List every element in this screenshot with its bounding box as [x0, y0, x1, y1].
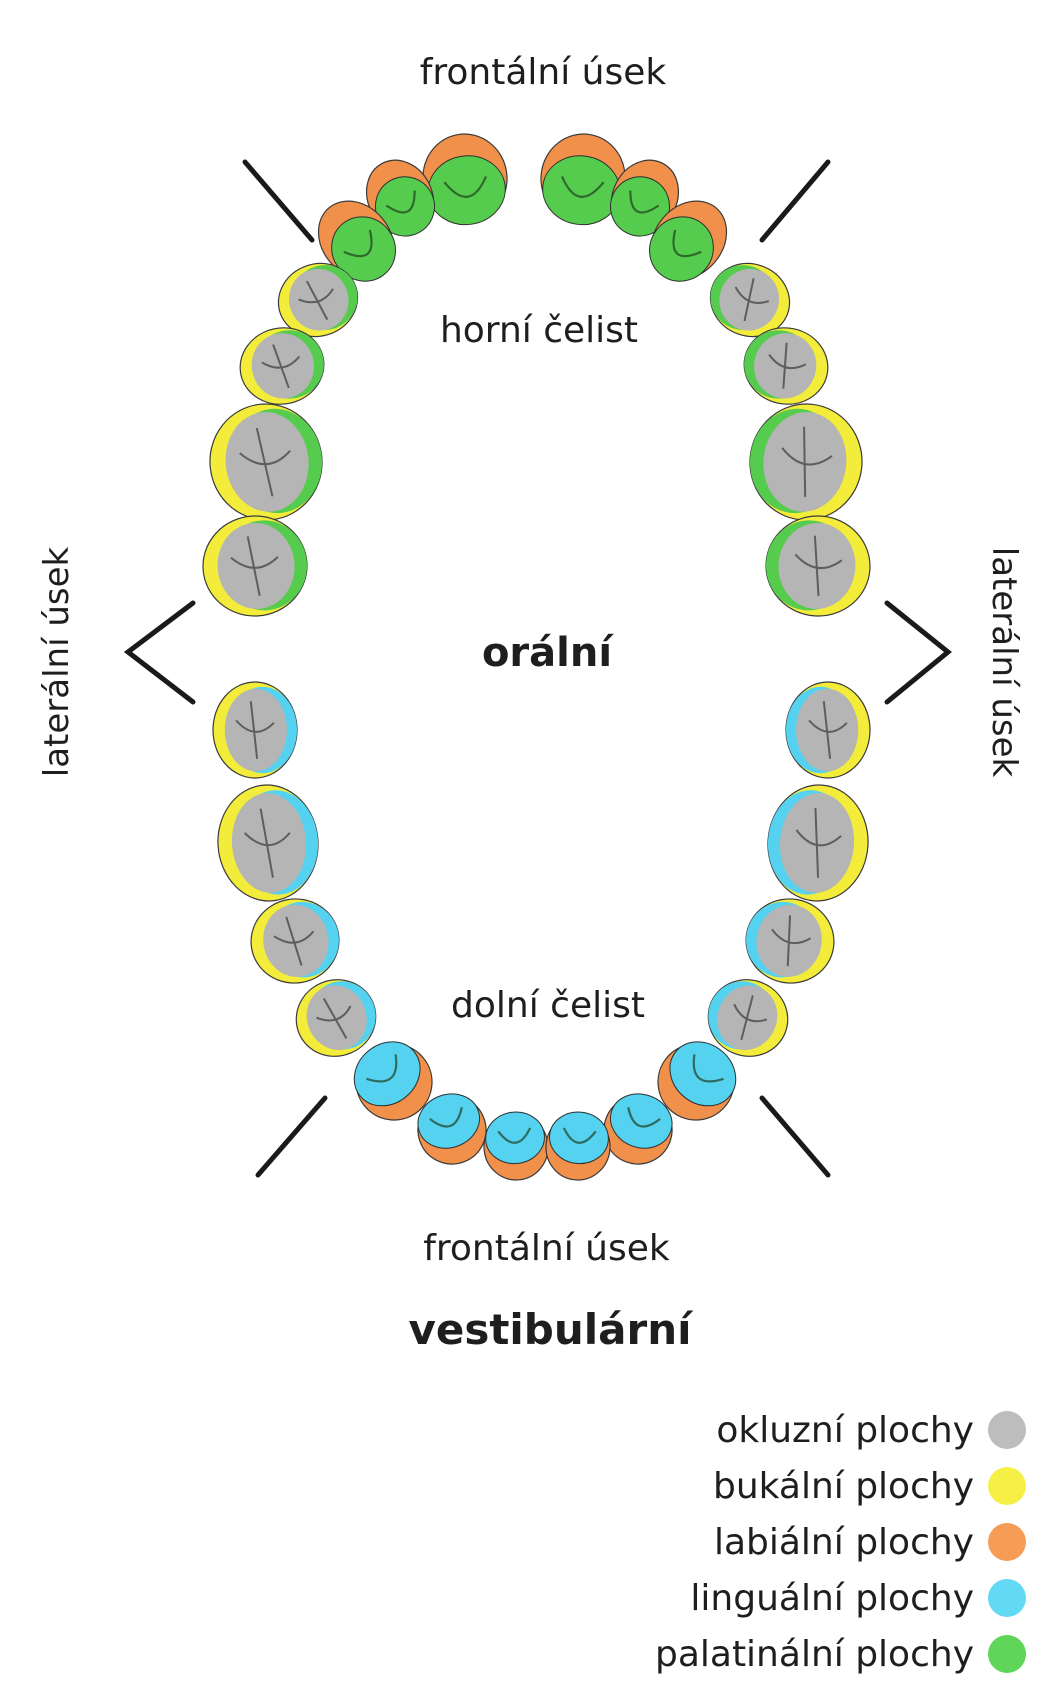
legend-label: linguální plochy: [690, 1578, 974, 1619]
tooth-lower-incisor-central-left: [481, 1109, 552, 1183]
divider-line-lower-left: [258, 1098, 325, 1175]
tooth-lower-premolar2-right: [739, 892, 840, 990]
lower-jaw-label: dolní čelist: [0, 985, 1048, 1026]
legend-swatch-palatal: [988, 1635, 1026, 1673]
tooth-lower-premolar2-left: [244, 892, 345, 990]
upper-jaw-label: horní čelist: [0, 310, 1048, 351]
tooth-lower-incisor-central-right: [543, 1109, 614, 1183]
legend-item-palatal: palatinální plochy: [655, 1626, 1026, 1682]
legend-item-labial: labiální plochy: [655, 1514, 1026, 1570]
tooth-lower-molar1-left: [214, 782, 322, 905]
vestibular-label: vestibulární: [0, 1305, 1048, 1354]
legend-label: palatinální plochy: [655, 1634, 974, 1675]
frontal-section-label-bottom: frontální úsek: [0, 1228, 1048, 1269]
legend-item-occlusal: okluzní plochy: [655, 1402, 1026, 1458]
oral-label: orální: [0, 630, 1048, 676]
tooth-upper-molar1-right: [744, 398, 868, 525]
frontal-section-label-top: frontální úsek: [0, 52, 1048, 93]
legend-label: labiální plochy: [714, 1522, 974, 1563]
legend-swatch-occlusal: [988, 1411, 1026, 1449]
tooth-lower-molar2-right: [786, 682, 870, 778]
tooth-upper-molar2-left: [200, 512, 311, 619]
tooth-lower-molar1-right: [764, 782, 872, 905]
divider-line-upper-left: [245, 162, 312, 240]
legend-swatch-lingual: [988, 1579, 1026, 1617]
tooth-upper-molar2-right: [763, 512, 874, 619]
divider-line-upper-right: [762, 162, 828, 240]
legend-item-lingual: linguální plochy: [655, 1570, 1026, 1626]
legend-swatch-buccal: [988, 1467, 1026, 1505]
legend-swatch-labial: [988, 1523, 1026, 1561]
legend-item-buccal: bukální plochy: [655, 1458, 1026, 1514]
legend-label: bukální plochy: [713, 1466, 974, 1507]
tooth-lower-molar2-left: [213, 682, 297, 778]
legend: okluzní plochy bukální plochy labiální p…: [655, 1402, 1026, 1682]
tooth-upper-molar1-left: [204, 398, 328, 525]
legend-label: okluzní plochy: [716, 1410, 974, 1451]
divider-line-lower-right: [762, 1098, 828, 1175]
